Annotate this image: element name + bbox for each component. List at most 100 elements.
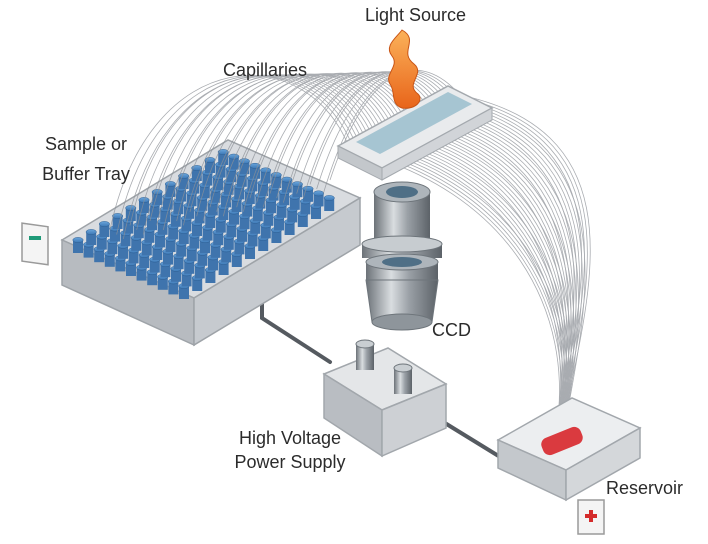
well-body [178, 231, 189, 244]
well-body [83, 244, 94, 258]
well-body [104, 253, 115, 267]
well-body [94, 249, 105, 263]
reservoir-buffer [541, 426, 583, 456]
well-body [311, 206, 321, 219]
label-hv-line1: High Voltage [238, 428, 342, 448]
negative-sign-mark [29, 236, 41, 240]
ccd-camera [361, 181, 443, 331]
well-body [173, 201, 184, 215]
well-body [189, 235, 200, 249]
terminal-left [355, 339, 375, 370]
well-body [181, 218, 192, 232]
well-body [223, 181, 234, 195]
well-body [236, 173, 247, 187]
well [260, 167, 272, 174]
well-body [107, 241, 118, 255]
well-body [194, 265, 205, 279]
well [228, 153, 240, 160]
well [323, 195, 335, 201]
well-body [239, 161, 250, 175]
well-body [210, 189, 221, 203]
well-body [136, 267, 147, 281]
well-body [313, 193, 324, 207]
well-body [231, 199, 242, 212]
capillary [329, 70, 591, 433]
well-body [223, 236, 234, 250]
detection-window [336, 85, 494, 181]
well-body [192, 223, 202, 236]
flame-icon [388, 29, 421, 109]
well-body [170, 213, 181, 227]
well [164, 181, 176, 187]
well-body [255, 195, 266, 209]
well-body [231, 254, 242, 267]
lens-icon [386, 186, 418, 198]
well-body [221, 249, 232, 263]
well-body [168, 281, 179, 295]
well-body [118, 245, 128, 259]
well-body [215, 164, 226, 178]
capillary [316, 70, 585, 433]
well-body [247, 178, 258, 192]
well-body [120, 233, 131, 247]
well-body [110, 228, 120, 242]
well-body [139, 255, 150, 268]
well-body [179, 286, 189, 299]
well-body [155, 234, 165, 248]
well-body [144, 229, 155, 243]
well-body [152, 192, 163, 205]
well-body [221, 194, 231, 208]
well-body [239, 216, 250, 230]
label-sample-tray-line2: Buffer Tray [42, 164, 130, 184]
well-body [165, 184, 176, 197]
well-body [218, 207, 229, 220]
well-body [125, 208, 136, 221]
well-body [234, 241, 245, 255]
label-sample-tray-line1: Sample or [44, 134, 128, 154]
well-body [266, 200, 276, 214]
well-body [176, 243, 187, 257]
well-body [139, 200, 149, 213]
well-body [200, 240, 210, 254]
well-body [165, 239, 176, 252]
well [85, 229, 97, 235]
well [302, 185, 314, 192]
well-body [149, 204, 160, 218]
well-body [136, 212, 147, 226]
well-body [260, 225, 271, 239]
well-body [274, 217, 284, 231]
well-body [162, 196, 173, 210]
well-body [237, 228, 247, 242]
capillary [322, 70, 588, 433]
well-body [287, 209, 298, 223]
capillary [309, 70, 583, 433]
well-body [229, 211, 239, 225]
well-body [207, 202, 218, 216]
well-body [205, 160, 215, 173]
well-body [205, 270, 216, 283]
well-body [186, 248, 197, 262]
well-body [289, 196, 300, 210]
label-reservoir: Reservoir [606, 478, 684, 498]
label-sample-tray: Sample or Buffer Tray [34, 132, 138, 186]
well-body [245, 246, 255, 259]
well-body [192, 278, 203, 291]
well-body [281, 179, 292, 193]
wire-tray-to-supply [260, 296, 332, 364]
well-body [303, 188, 313, 202]
well-body [197, 197, 208, 211]
well-body [218, 152, 229, 165]
well-body [252, 208, 263, 222]
well-body [163, 251, 173, 265]
well-body [168, 226, 179, 240]
well-body [276, 204, 287, 218]
well-body [149, 259, 160, 273]
well-body [226, 169, 237, 183]
well-body [147, 272, 158, 286]
well-body [86, 232, 97, 245]
terminal-right [393, 363, 413, 394]
well-body [191, 168, 202, 181]
well [313, 190, 325, 197]
well-body [152, 247, 163, 260]
